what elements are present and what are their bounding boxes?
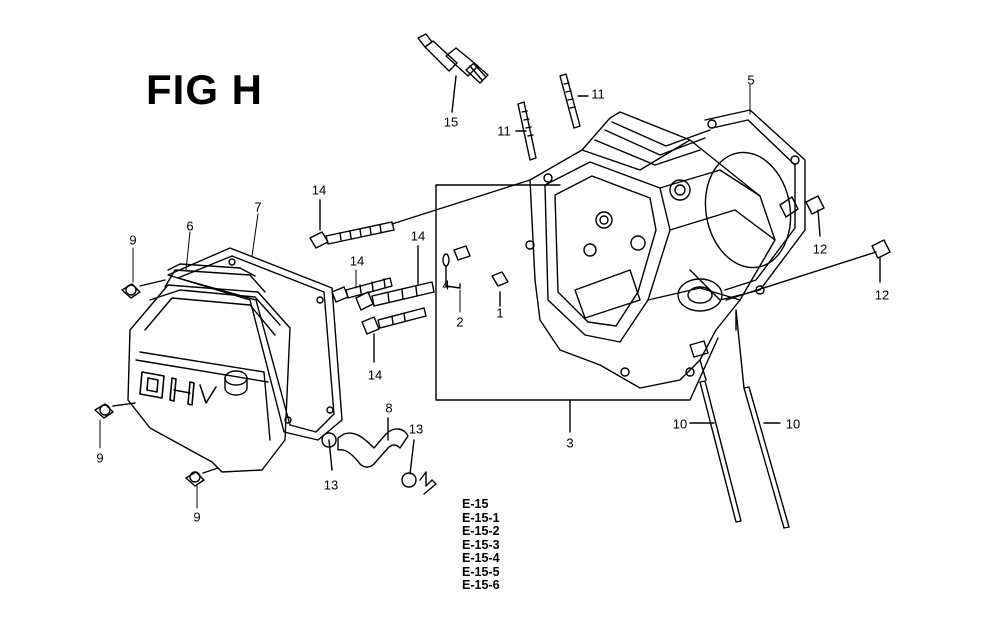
reference-item: E-15-5 [462,564,500,579]
callout-13-left: 13 [323,477,339,493]
callout-15: 15 [443,114,459,130]
callout-9-top: 9 [129,232,137,248]
valve-cover [94,263,291,487]
assembly-bracket [435,184,737,433]
dowel-pin-2 [442,245,471,289]
spark-plug [417,33,489,113]
reference-item: E-15 [462,497,489,511]
callout-8: 8 [385,400,393,416]
reference-list: E-15 E-15-1 E-15-2 E-15-3 E-15-4 E-15-5 … [462,497,500,593]
callout-4: 4 [442,277,450,293]
callout-12-lower: 12 [874,287,890,303]
long-bolt-top [309,179,531,249]
reference-item: E-15-3 [462,537,500,552]
callout-6: 6 [186,218,194,234]
callout-1: 1 [496,305,504,321]
breather-tube [337,417,409,468]
leader-lines [99,84,751,509]
tube-clip-right [401,439,437,495]
dowel-12-lower [725,239,891,301]
cylinder-head [525,111,776,389]
callout-3: 3 [566,435,574,451]
figure-title: FIG H [146,66,263,113]
dowel-12-upper [805,195,825,237]
callout-14-top: 14 [311,182,327,198]
callout-7: 7 [254,199,262,215]
reference-item: E-15-6 [462,578,500,592]
tube-clip-left [321,432,337,471]
callout-12-upper: 12 [812,241,828,257]
callout-14-bottom: 14 [367,367,383,383]
callout-10-left: 10 [672,416,688,432]
callout-5: 5 [747,72,755,88]
stud-11-upper [559,73,589,129]
callout-10-right: 10 [785,416,801,432]
callout-11-lower: 11 [497,123,511,139]
cover-gasket [167,247,343,441]
bolt-mid-2 [355,245,435,311]
callout-11-upper: 11 [591,86,605,102]
reference-item: E-15-2 [462,524,500,538]
reference-item: E-15-1 [462,510,500,525]
callout-13-right: 13 [408,421,424,437]
bolt-low [361,307,427,363]
ohv-lettering [139,371,217,406]
dowel-pin-1 [491,271,509,307]
callout-2: 2 [456,314,464,330]
callout-14-upper-right: 14 [410,228,426,244]
reference-item: E-15-4 [462,551,500,565]
stud-11-lower [515,101,537,161]
push-rod-right [735,309,790,529]
callout-9-bottom: 9 [193,509,201,525]
bolt-mid-1 [331,277,393,303]
callout-9-left: 9 [96,450,104,466]
callout-14-mid: 14 [349,253,365,269]
